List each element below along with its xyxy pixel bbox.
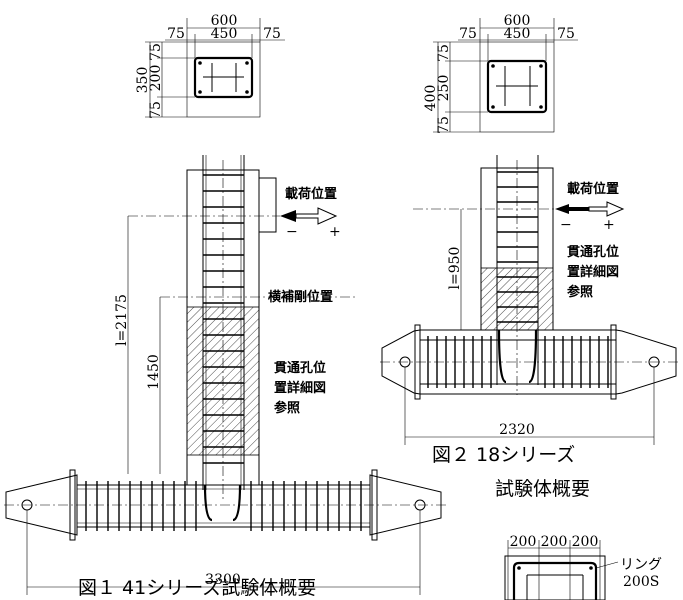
fig2-section-hoop <box>486 59 548 114</box>
fig1-minus: − <box>286 224 298 240</box>
fig3-dim-3: 200 <box>572 534 599 550</box>
fig2-caption-line2: 試験体概要 <box>495 478 590 500</box>
fig2-section-width-total: 600 <box>504 13 531 29</box>
fig2-caption-line1: 図２ 18シリーズ <box>432 444 575 466</box>
fig1-plus: + <box>329 224 341 240</box>
fig3-ring-detail: 200 200 200 リング 200S <box>504 534 662 600</box>
fig2-column-hoops <box>497 171 538 323</box>
fig1-section-width-inner: 450 <box>211 26 238 42</box>
fig2-load-arrow-plus <box>588 201 625 217</box>
fig1-base-right-plate <box>369 474 442 536</box>
fig3-dim-1: 200 <box>510 534 537 550</box>
fig3-ring <box>512 561 598 600</box>
fig1-caption: 図１ 41シリーズ試験体概要 <box>78 577 316 599</box>
fig2-hole-detail-line3: 参照 <box>567 284 593 300</box>
fig1-cross-section: 600 450 75 75 350 200 75 75 <box>135 13 285 119</box>
fig1-hole-detail-line3: 参照 <box>274 400 300 416</box>
fig1-lateral-brace-label: 横補剛位置 <box>268 289 333 305</box>
fig2-load-arrow-minus <box>555 204 589 214</box>
fig3-leader <box>595 561 619 569</box>
fig2-hole-detail-line2: 置詳細図 <box>567 264 619 280</box>
fig3-dim-2: 200 <box>541 534 568 550</box>
fig1-section-width-total: 600 <box>211 13 238 29</box>
fig2-section-cover-left: 75 <box>459 26 477 42</box>
fig1-section-depth-inner: 200 <box>148 65 164 92</box>
fig2-height-l: l=950 <box>447 247 463 290</box>
fig1-column-anchorage <box>203 484 242 522</box>
fig2-section-cover-top: 75 <box>436 44 452 62</box>
fig1-load-arrow-plus <box>295 207 338 225</box>
fig1-height-brace: 1450 <box>146 354 162 390</box>
fig2-cross-section: 600 450 75 75 400 250 75 75 <box>423 13 578 134</box>
fig1-section-outline <box>186 41 261 118</box>
fig1-base-length: 3300 <box>205 572 241 588</box>
fig3-ring-label: リング <box>620 557 662 573</box>
fig2-minus: − <box>560 217 572 233</box>
fig2-section-outline <box>479 41 555 133</box>
fig1-elevation: − + 載荷位置 横補剛位置 貫通孔位 置詳細図 参照 l=2175 1450 <box>4 155 446 595</box>
fig1-section-cover-bottom: 75 <box>148 101 164 119</box>
fig1-hole-detail-line2: 置詳細図 <box>274 380 326 396</box>
fig1-column-hoops <box>203 174 244 464</box>
fig2-load-position-label: 載荷位置 <box>567 181 619 197</box>
fig2-section-cover-right: 75 <box>557 26 575 42</box>
fig1-section-depth-total: 350 <box>135 67 151 94</box>
fig1-section-hoop <box>193 56 254 99</box>
fig2-plus: + <box>603 217 615 233</box>
fig2-section-depth-total: 400 <box>423 85 439 112</box>
fig1-section-cover-top: 75 <box>148 43 164 61</box>
fig3-section-outline <box>504 555 606 600</box>
fig2-section-width-inner: 450 <box>504 26 531 42</box>
fig2-section-depth-inner: 250 <box>436 75 452 102</box>
fig1-hole-detail-line1: 貫通孔位 <box>274 360 326 376</box>
fig1-base-left-plate <box>5 474 78 536</box>
fig2-section-cover-bottom: 75 <box>436 116 452 134</box>
fig2-column-anchorage <box>497 329 538 384</box>
fig2-base-length: 2320 <box>499 422 535 438</box>
fig1-load-position-label: 載荷位置 <box>285 186 337 202</box>
fig1-height-l: l=2175 <box>114 294 130 346</box>
fig1-section-cover-right: 75 <box>263 26 281 42</box>
fig3-ring-spacing: 200S <box>623 574 659 590</box>
fig2-elevation: − + 載荷位置 貫通孔位 置詳細図 参照 l=950 2320 <box>380 155 678 445</box>
fig2-hole-detail-line1: 貫通孔位 <box>567 244 619 260</box>
fig1-base-stirrups <box>85 481 362 531</box>
fig1-section-cover-left: 75 <box>167 26 185 42</box>
